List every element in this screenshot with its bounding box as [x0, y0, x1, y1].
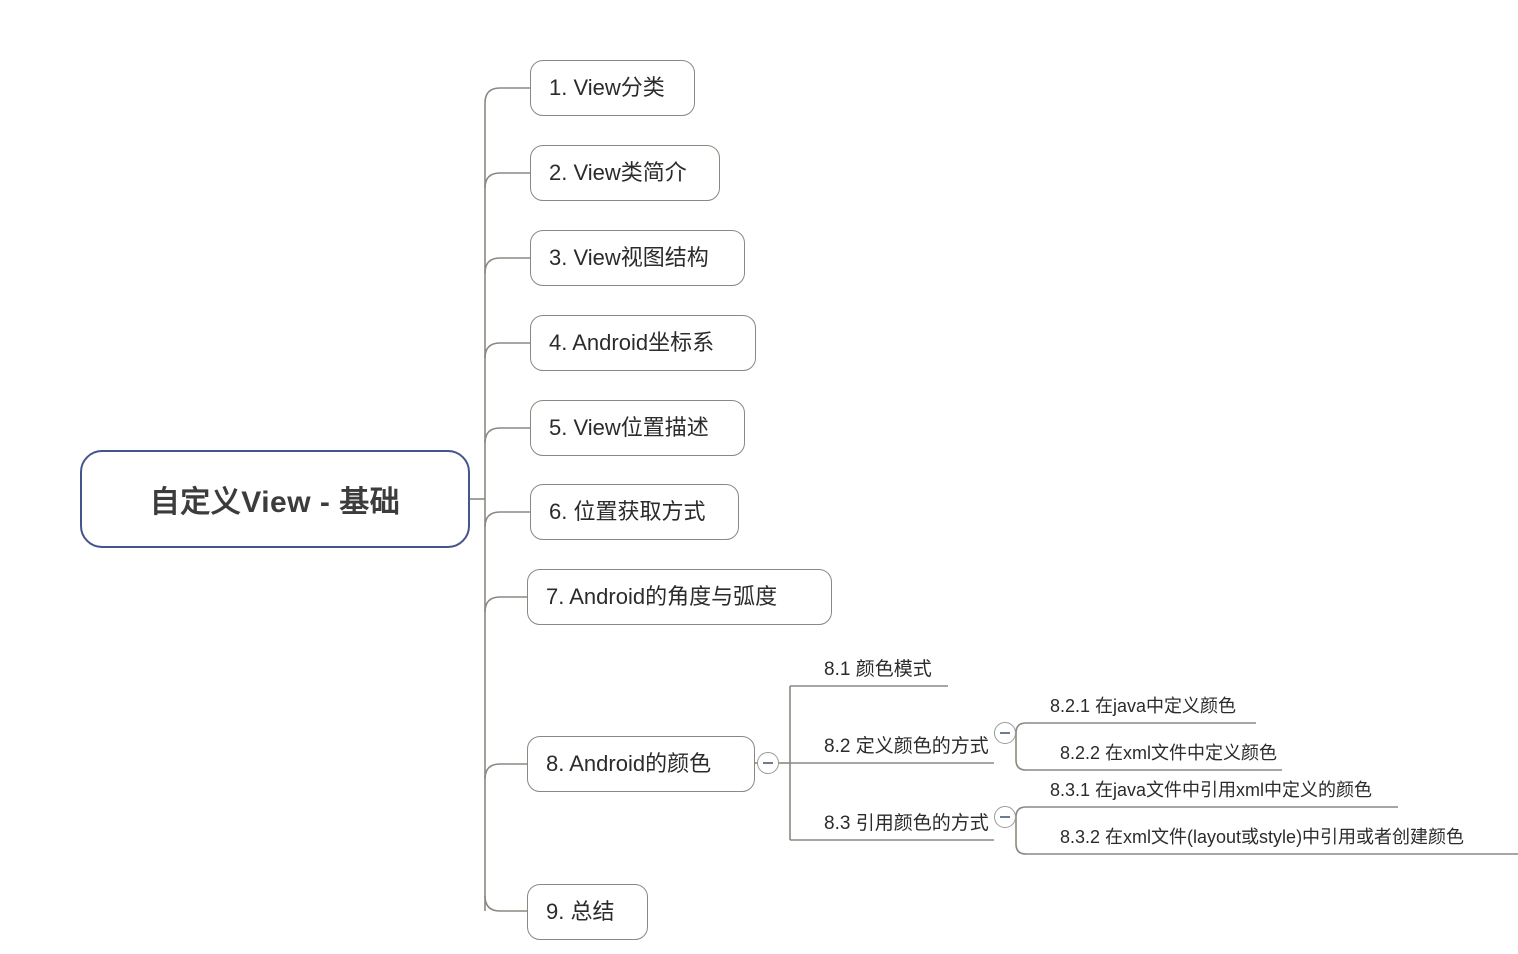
branch-node-3[interactable]: 3. View视图结构 — [530, 230, 745, 286]
collapse-toggle-node-8[interactable] — [757, 752, 779, 774]
subnode-8-3[interactable]: 8.3 引用颜色的方式 — [790, 806, 989, 840]
subnode-8-3-1-label: 8.3.1 在java文件中引用xml中定义的颜色 — [1050, 780, 1373, 800]
subnode-8-2-label: 8.2 定义颜色的方式 — [824, 735, 989, 757]
subnode-8-3-2[interactable]: 8.3.2 在xml文件(layout或style)中引用或者创建颜色 — [1026, 821, 1464, 853]
subnode-8-2-1-label: 8.2.1 在java中定义颜色 — [1050, 696, 1237, 716]
branch-node-5-label: 5. View位置描述 — [549, 415, 709, 440]
root-node-label: 自定义View - 基础 — [149, 486, 401, 519]
collapse-toggle-node-8-3[interactable] — [994, 806, 1016, 828]
branch-node-6[interactable]: 6. 位置获取方式 — [530, 484, 739, 540]
branch-node-2[interactable]: 2. View类简介 — [530, 145, 720, 201]
subnode-8-3-1[interactable]: 8.3.1 在java文件中引用xml中定义的颜色 — [1016, 774, 1372, 806]
branch-node-8[interactable]: 8. Android的颜色 — [527, 736, 755, 792]
branch-node-9[interactable]: 9. 总结 — [527, 884, 648, 940]
branch-node-4[interactable]: 4. Android坐标系 — [530, 315, 756, 371]
branch-node-8-label: 8. Android的颜色 — [546, 751, 712, 776]
subnode-8-1-label: 8.1 颜色模式 — [824, 658, 932, 680]
branch-node-7[interactable]: 7. Android的角度与弧度 — [527, 569, 832, 625]
subnode-8-3-2-label: 8.3.2 在xml文件(layout或style)中引用或者创建颜色 — [1060, 827, 1465, 847]
subnode-8-3-label: 8.3 引用颜色的方式 — [824, 812, 989, 834]
minus-circle-icon — [763, 762, 773, 764]
subnode-8-2-1[interactable]: 8.2.1 在java中定义颜色 — [1016, 690, 1236, 722]
branch-node-1[interactable]: 1. View分类 — [530, 60, 695, 116]
branch-node-4-label: 4. Android坐标系 — [549, 330, 715, 355]
subnode-8-2-2-label: 8.2.2 在xml文件中定义颜色 — [1060, 743, 1278, 763]
root-node[interactable]: 自定义View - 基础 — [80, 450, 470, 548]
subnode-8-1[interactable]: 8.1 颜色模式 — [790, 652, 932, 686]
minus-circle-icon — [1000, 732, 1010, 734]
minus-circle-icon — [1000, 816, 1010, 818]
subnode-8-2-2[interactable]: 8.2.2 在xml文件中定义颜色 — [1026, 737, 1277, 769]
branch-node-7-label: 7. Android的角度与弧度 — [546, 584, 778, 609]
branch-node-9-label: 9. 总结 — [546, 899, 615, 924]
branch-node-5[interactable]: 5. View位置描述 — [530, 400, 745, 456]
branch-node-1-label: 1. View分类 — [549, 75, 665, 100]
collapse-toggle-node-8-2[interactable] — [994, 722, 1016, 744]
branch-node-6-label: 6. 位置获取方式 — [549, 499, 706, 524]
branch-node-2-label: 2. View类简介 — [549, 160, 687, 185]
subnode-8-2[interactable]: 8.2 定义颜色的方式 — [790, 729, 989, 763]
branch-node-3-label: 3. View视图结构 — [549, 245, 709, 270]
